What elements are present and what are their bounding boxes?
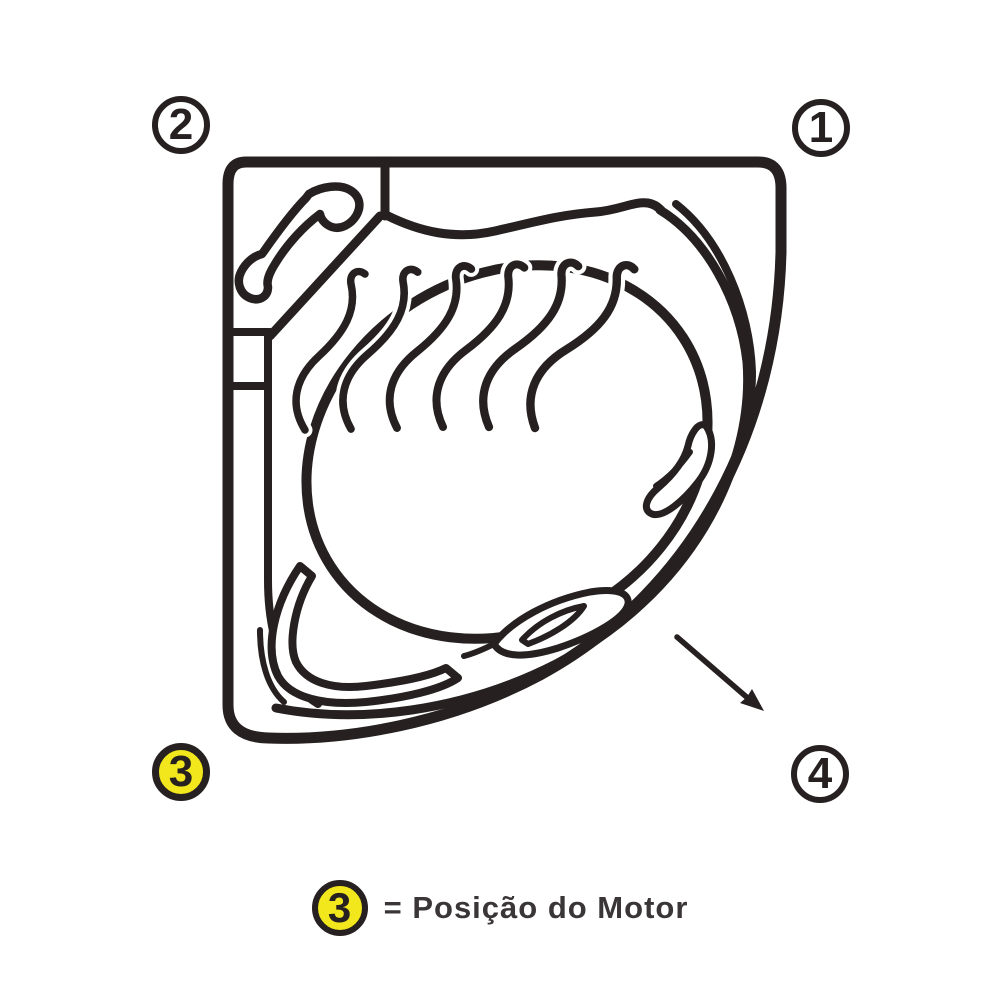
- legend-text: = Posição do Motor: [383, 890, 689, 925]
- corner-deck-lines: [265, 158, 390, 341]
- motor-direction-arrow: [674, 634, 764, 711]
- corner-seat-arc: [257, 627, 287, 705]
- legend: 3 = Posição do Motor: [0, 878, 1000, 938]
- position-badge-4: 4: [791, 745, 849, 803]
- inner-rim-arc-2: [672, 200, 756, 438]
- drain-detail: [461, 603, 587, 659]
- side-jet-detail: [653, 449, 693, 489]
- inner-rim-arc: [271, 205, 753, 720]
- legend-motor-badge: 3: [311, 880, 368, 936]
- position-badge-3-motor: 3: [152, 743, 210, 801]
- position-badge-1: 1: [792, 99, 850, 157]
- corner-seat: [267, 562, 462, 707]
- top-rim-contour: [381, 198, 666, 240]
- grab-handle: [234, 182, 364, 304]
- position-badge-2: 2: [152, 96, 210, 154]
